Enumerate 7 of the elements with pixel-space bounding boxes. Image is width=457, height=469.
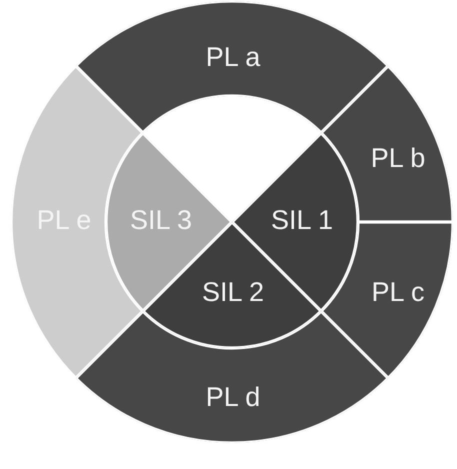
segment-label: PL d (206, 382, 260, 412)
segment-label: PL c (371, 277, 425, 307)
segment-label: SIL 2 (202, 277, 264, 307)
segment-label: PL a (206, 42, 260, 72)
segment-label: PL b (370, 143, 426, 173)
segment-label: SIL 1 (270, 205, 334, 235)
segment-label: SIL 3 (130, 205, 192, 235)
